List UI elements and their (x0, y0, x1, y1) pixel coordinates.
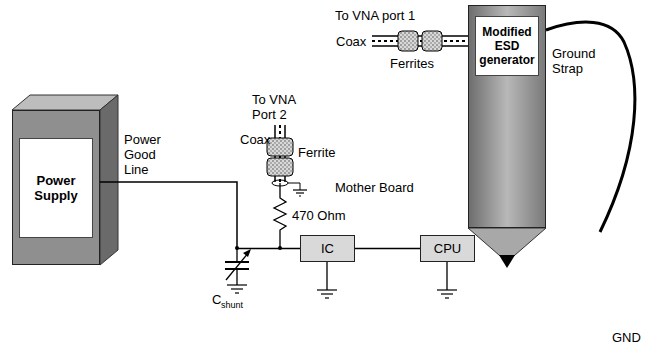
port-label: To VNA Port 2 (252, 92, 308, 122)
component-label: C (212, 292, 221, 307)
cable-label: Coax (336, 34, 366, 49)
node-title: CPU (434, 241, 461, 256)
component-subscript: shunt (221, 300, 243, 311)
text-holder: Mother Board (335, 178, 414, 196)
ground-symbol (317, 290, 337, 298)
ground-symbol (293, 190, 307, 196)
esd-generator: Modified ESD generator (468, 5, 546, 228)
coax-shield (372, 35, 468, 37)
capacitor-lead (236, 269, 237, 285)
ferrite-bead (267, 138, 293, 156)
coax-core (372, 40, 468, 42)
power-supply-side (100, 95, 118, 265)
node-title: Mother Board (335, 180, 414, 195)
signal-name: Power Good Line (124, 132, 172, 177)
ferrite-bead (422, 31, 442, 51)
ground-symbol (227, 285, 247, 293)
ic-box: IC (300, 235, 355, 262)
power-supply: Power Supply (12, 110, 100, 265)
signal-wire (100, 182, 300, 249)
ground-wire (326, 262, 327, 290)
text-holder: GND (612, 328, 641, 346)
ferrite-bead (398, 31, 418, 51)
shield-ground-wire (288, 183, 300, 190)
ferrite-bead (267, 158, 293, 176)
variable-arrowhead (243, 249, 251, 257)
cpu-box: CPU (420, 235, 475, 262)
ground-wire (446, 262, 447, 290)
capacitor-lead (236, 248, 237, 262)
node-title: IC (321, 241, 334, 256)
node-title: Power Supply (19, 138, 93, 238)
value-label: 470 Ohm (292, 208, 345, 223)
variable-arrow (226, 252, 249, 280)
part-label: Ferrites (390, 56, 434, 71)
node-title: GND (612, 330, 641, 345)
node-title: Modified ESD generator (475, 16, 539, 76)
plane-shape (10, 62, 655, 352)
coax-shield (372, 45, 468, 47)
ground-strap (546, 22, 635, 232)
plane-outline (10, 62, 655, 352)
port-label: To VNA port 1 (335, 8, 415, 23)
resistor-symbol (274, 183, 286, 248)
bus-wire (355, 248, 420, 250)
ground-symbol (437, 290, 457, 298)
capacitor-plate (225, 261, 249, 263)
cable-label: Coax (240, 132, 270, 147)
part-label: Ground Strap (552, 46, 604, 76)
part-label: Ferrite (298, 145, 336, 160)
ground-plane: GND Mother BoardIC CPU (10, 62, 655, 352)
esd-tip (499, 255, 515, 268)
